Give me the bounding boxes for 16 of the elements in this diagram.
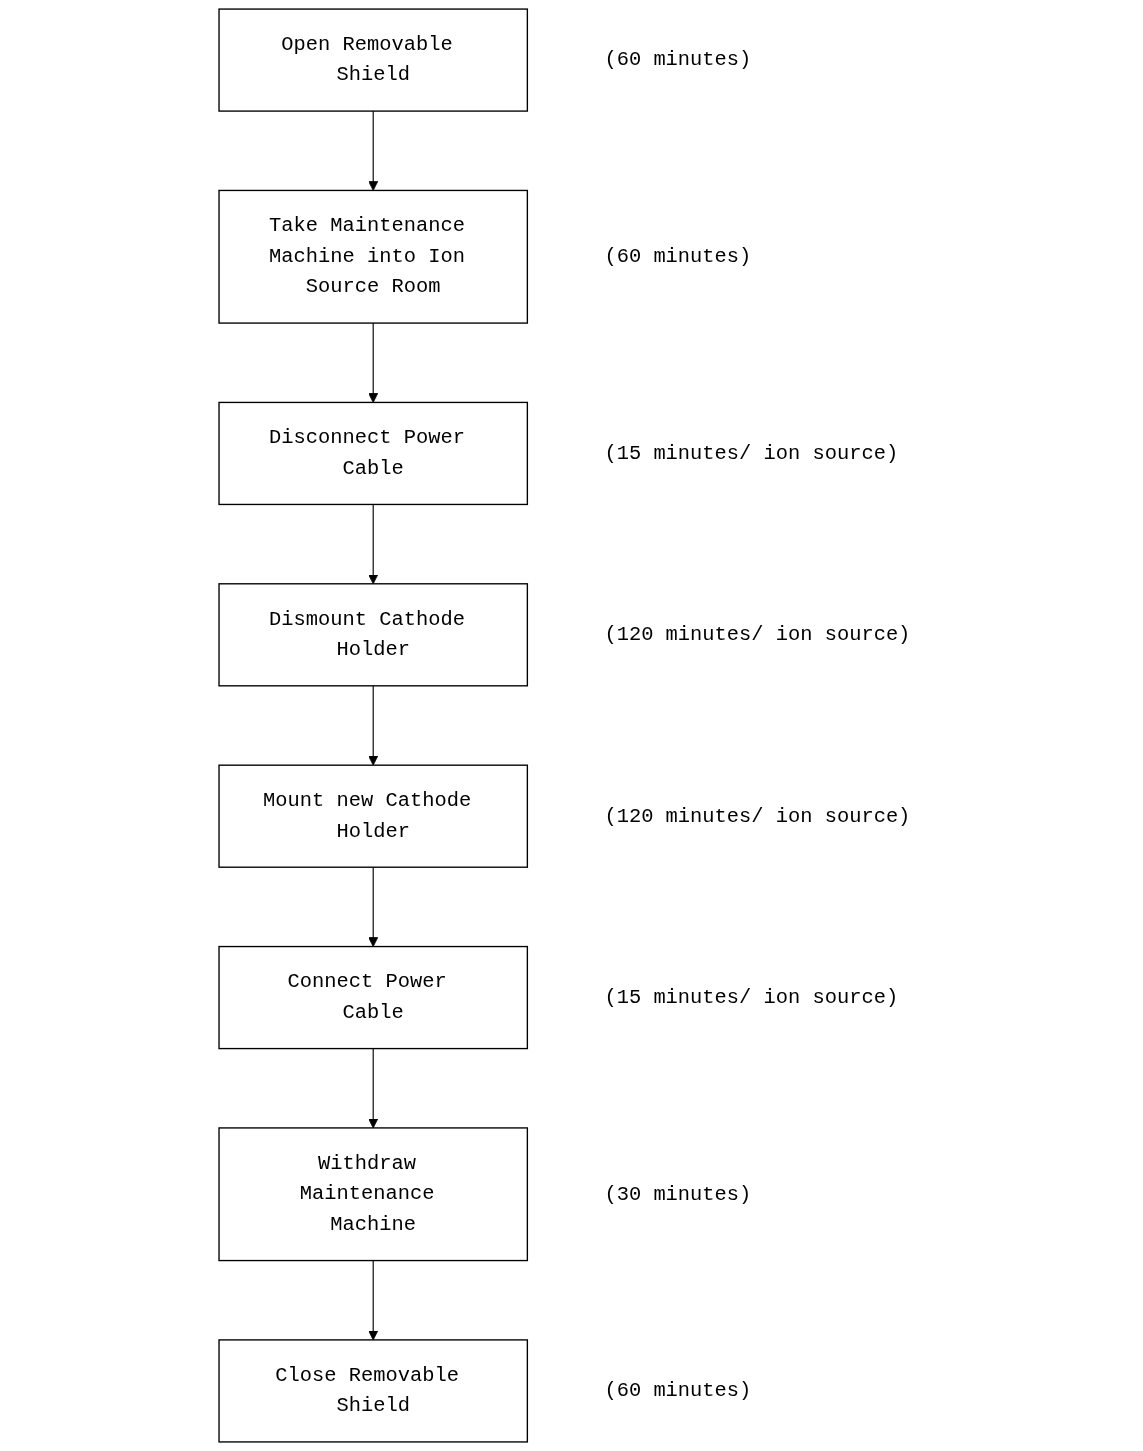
duration-label: (60 minutes) (604, 1379, 752, 1403)
duration-label: (15 minutes/ ion source) (604, 985, 899, 1009)
process-box: Mount new Cathode Holder (218, 764, 529, 868)
duration-label: (120 minutes/ ion source) (604, 804, 911, 828)
duration-label: (15 minutes/ ion source) (604, 441, 899, 465)
process-box: Withdraw Maintenance Machine (218, 1127, 529, 1262)
process-box: Connect Power Cable (218, 945, 529, 1050)
process-box: Dismount Cathode Holder (218, 583, 529, 687)
process-box: Disconnect Power Cable (218, 401, 529, 506)
duration-label: (60 minutes) (604, 48, 752, 72)
duration-label: (120 minutes/ ion source) (604, 623, 911, 647)
duration-label: (60 minutes) (604, 245, 752, 269)
process-box: Close Removable Shield (218, 1339, 529, 1443)
duration-label: (30 minutes) (604, 1182, 752, 1206)
process-box: Take Maintenance Machine into Ion Source Room (218, 189, 529, 324)
process-box: Open Removable Shield (218, 8, 529, 112)
